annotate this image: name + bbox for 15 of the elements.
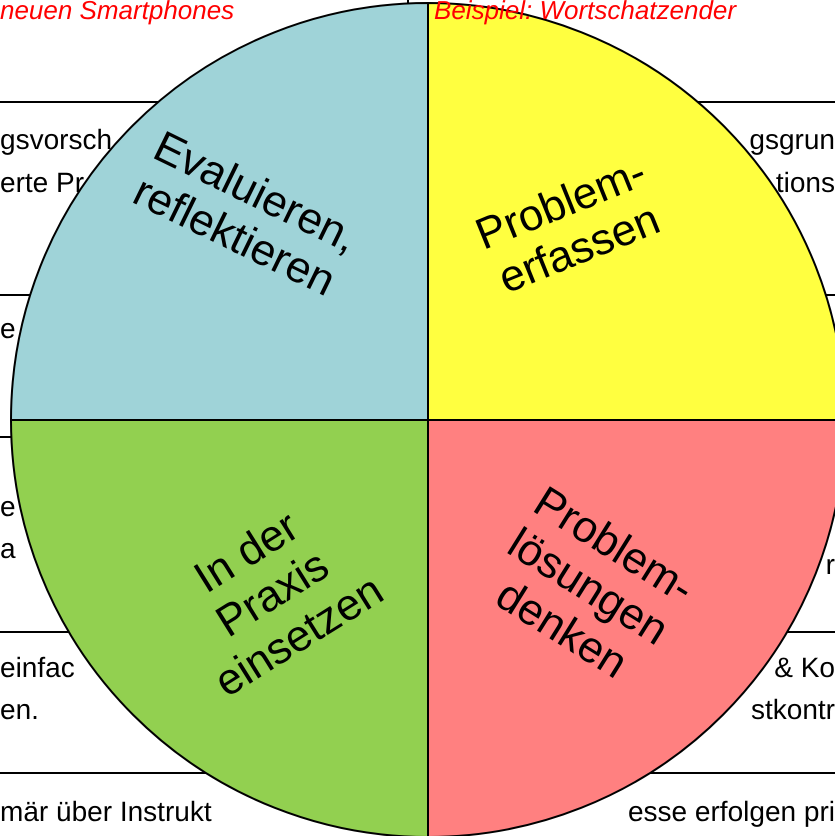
- table-text: gsvorsch: [0, 126, 112, 154]
- table-text: a: [0, 535, 16, 563]
- table-text: esse erfolgen pri: [628, 798, 835, 826]
- table-text: gsgrun: [749, 126, 835, 154]
- table-text: e: [0, 315, 16, 343]
- example-heading: neuen Smartphones: [0, 0, 234, 23]
- table-text: einfac: [0, 654, 75, 682]
- table-text: r: [826, 551, 835, 579]
- table-text: stkontr: [750, 696, 835, 724]
- table-text: erte Pr: [0, 169, 84, 197]
- table-text: tions: [776, 169, 835, 197]
- table-text: e: [0, 493, 16, 521]
- table-text: mär über Instrukt: [0, 798, 212, 826]
- table-text: & Ko: [774, 654, 835, 682]
- table-text: en.: [0, 696, 39, 724]
